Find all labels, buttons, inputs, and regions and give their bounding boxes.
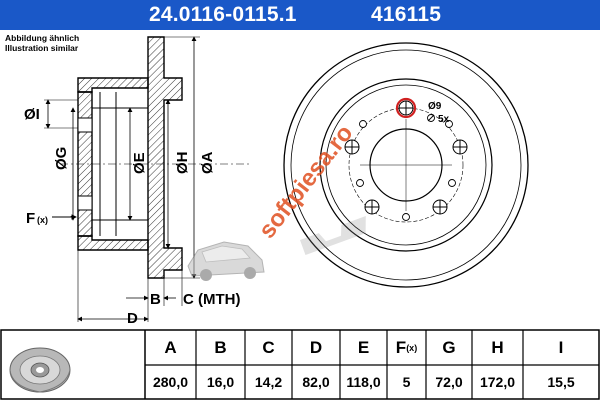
value-H: 172,0	[479, 374, 516, 390]
note-english: Illustration similar	[5, 43, 79, 53]
col-header-E: E	[357, 337, 370, 357]
col-header-F: F(x)	[387, 330, 426, 365]
side-section-view	[44, 36, 250, 322]
dim-label-I: ØI	[24, 106, 40, 123]
catalog-number: 416115	[371, 3, 442, 26]
value-E: 118,0	[346, 374, 381, 390]
col-header-A: A	[164, 337, 177, 357]
col-header-F-letter: F	[395, 337, 407, 357]
dim-label-F: F	[26, 210, 35, 227]
brand-logo-watermark	[300, 216, 366, 256]
hole-diameter-label: Ø9	[428, 101, 442, 112]
hat-section-bottom	[77, 235, 149, 251]
note-german: Abbildung ähnlich	[5, 33, 80, 43]
hat-section-top	[77, 77, 149, 93]
technical-drawing: ØI ØG ØE ØH ØA F (x) B C (MTH) D	[24, 36, 529, 327]
col-header-B: B	[214, 337, 227, 357]
dim-label-F-sub: (x)	[37, 215, 48, 225]
col-header-I: I	[558, 337, 564, 357]
dim-label-D: D	[127, 310, 138, 327]
car-icon	[187, 241, 265, 281]
spec-table-grid	[0, 329, 600, 400]
small-holes	[356, 120, 456, 221]
dim-label-G: ØG	[53, 147, 70, 170]
col-header-C: C	[262, 337, 275, 357]
value-C: 14,2	[254, 374, 283, 390]
front-view	[283, 42, 529, 288]
spec-table: A B C D E F(x) G H I 280,0 16,0 14,2 82,…	[0, 329, 600, 400]
bolt-holes	[344, 100, 468, 215]
value-A: 280,0	[152, 374, 189, 390]
col-header-F-sub: (x)	[406, 342, 418, 353]
value-I: 15,5	[547, 374, 575, 390]
value-F: 5	[402, 374, 411, 390]
header-bar: 24.0116-0115.1 416115	[0, 0, 600, 30]
value-D: 82,0	[302, 374, 330, 390]
highlighted-hole	[395, 97, 417, 119]
col-header-H: H	[491, 337, 504, 357]
dim-label-B: B	[150, 291, 161, 308]
hole-count-label: 5x	[438, 114, 450, 125]
dim-label-H: ØH	[174, 152, 191, 175]
disc-thumbnail	[9, 347, 71, 393]
part-number: 24.0116-0115.1	[149, 3, 297, 26]
dim-label-E: ØE	[131, 152, 148, 174]
col-header-G: G	[442, 337, 456, 357]
col-header-D: D	[309, 337, 323, 357]
value-G: 72,0	[435, 374, 463, 390]
dim-label-A: ØA	[199, 151, 216, 174]
dim-label-C: C (MTH)	[183, 291, 240, 308]
value-B: 16,0	[206, 374, 235, 390]
